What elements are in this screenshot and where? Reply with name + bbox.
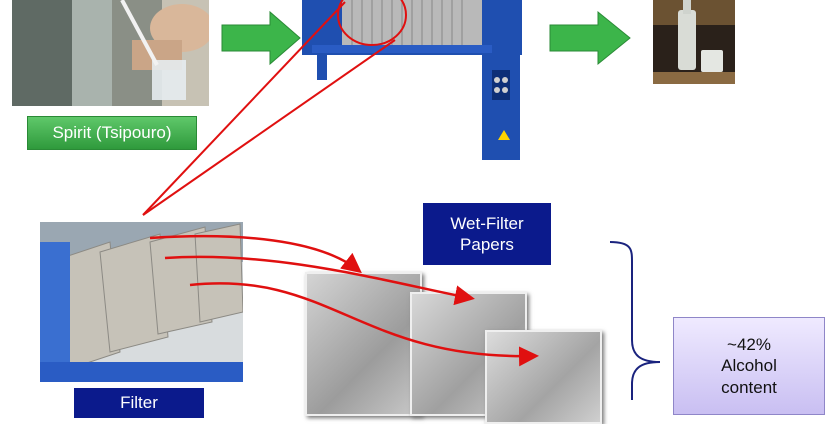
spirit-label: Spirit (Tsipouro) <box>27 116 197 150</box>
diagram-overlay <box>142 0 661 400</box>
zoom-line-icon <box>142 1 346 216</box>
alcohol-content-label: ~42% Alcohol content <box>673 317 825 415</box>
pointer-arrow-icon <box>189 282 539 367</box>
brace-icon <box>609 241 661 400</box>
pointer-arrow-icon <box>149 234 362 274</box>
spirit-pouring-photo <box>12 0 209 106</box>
flow-arrow-icon <box>549 10 631 66</box>
zoom-circle-icon <box>337 0 407 46</box>
alcohol-content-text: ~42% Alcohol content <box>721 335 777 397</box>
filter-plates-photo <box>40 222 243 382</box>
flow-arrow-icon <box>221 10 301 66</box>
pointer-arrow-icon <box>164 255 475 306</box>
zoom-line-icon <box>142 39 396 216</box>
wet-filter-label-text: Wet-Filter Papers <box>450 213 524 254</box>
wet-filter-label: Wet-Filter Papers <box>423 203 551 265</box>
bottles-photo <box>653 0 735 84</box>
